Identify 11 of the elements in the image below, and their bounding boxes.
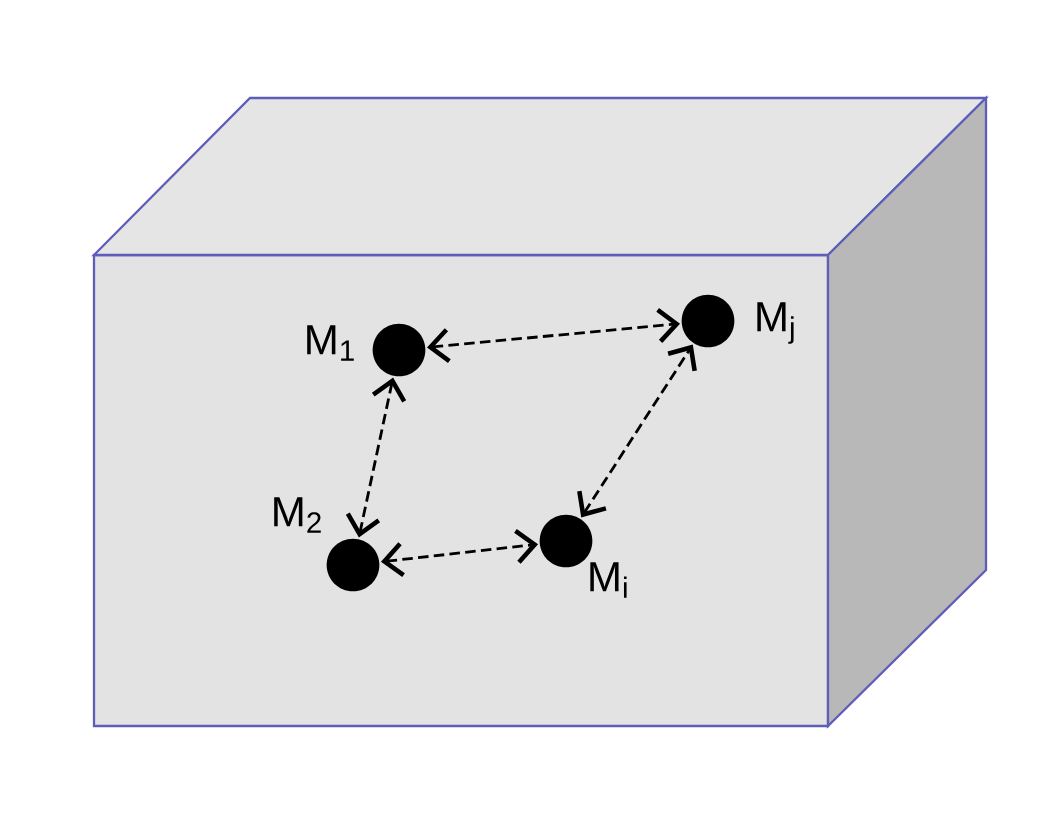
dot <box>326 538 380 592</box>
arrow <box>427 308 681 363</box>
point-label: M$_{j}$ <box>757 302 794 344</box>
point-label: M$_{1}$ <box>307 325 354 361</box>
point-label: M$_{2}$ <box>274 497 321 533</box>
point-label: M$_{i}$ <box>590 562 627 598</box>
arrow <box>577 344 697 518</box>
arrow <box>345 377 407 538</box>
dot <box>681 294 735 348</box>
dot <box>372 323 426 377</box>
arrow <box>380 528 539 578</box>
